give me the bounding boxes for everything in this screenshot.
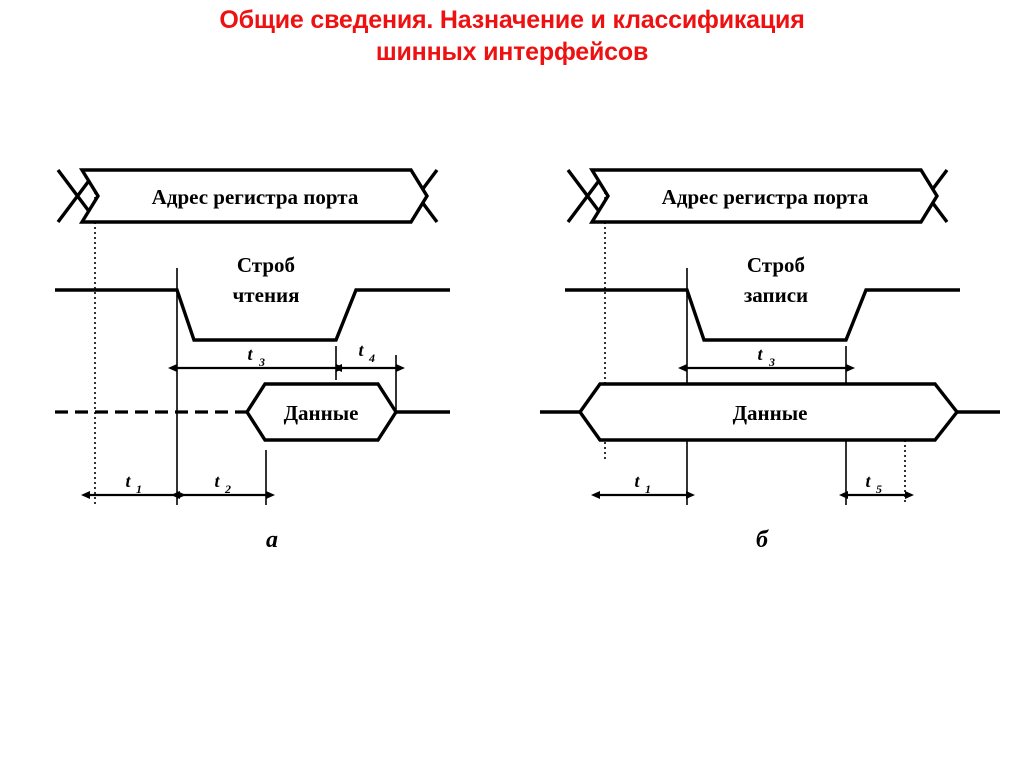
write-strobe-label-line1-b: Строб xyxy=(747,253,805,277)
diagram-a: Адрес регистра порта Строб чтения t 3 t … xyxy=(55,168,450,553)
interval-label-t1-b: t xyxy=(634,471,640,491)
diagram-caption-a: а xyxy=(266,527,278,553)
address-bus-body-b xyxy=(588,168,939,224)
timing-diagram-svg: Адрес регистра порта Строб чтения t 3 t … xyxy=(55,168,1000,553)
timing-diagram-figure: Адрес регистра порта Строб чтения t 3 t … xyxy=(0,150,1024,580)
interval-sub-t4-a: 4 xyxy=(368,351,375,365)
interval-label-t3-b: t xyxy=(757,344,763,364)
interval-label-t5-b: t xyxy=(865,471,871,491)
write-strobe-waveform-b xyxy=(565,288,960,342)
read-strobe-label-line2-a: чтения xyxy=(232,283,299,307)
read-strobe-waveform-a xyxy=(55,288,450,342)
address-bus-label-a: Адрес регистра порта xyxy=(152,185,359,209)
data-bus-label-a: Данные xyxy=(284,401,359,425)
data-bus-body-a xyxy=(244,382,399,442)
interval-label-t2-a: t xyxy=(214,471,220,491)
interval-label-t3-a: t xyxy=(247,344,253,364)
interval-sub-t3-b: 3 xyxy=(768,355,775,369)
diagram-b: Адрес регистра порта Строб записи t 3 Да… xyxy=(540,168,1000,553)
interval-sub-t2-a: 2 xyxy=(224,482,231,496)
address-bus-body-a xyxy=(78,168,429,224)
diagram-caption-b: б xyxy=(756,527,769,553)
page-title: Общие сведения. Назначение и классификац… xyxy=(0,4,1024,68)
write-strobe-label-line2-b: записи xyxy=(744,283,808,307)
page-title-line-1: Общие сведения. Назначение и классификац… xyxy=(219,6,805,34)
address-bus-label-b: Адрес регистра порта xyxy=(662,185,869,209)
page-title-line-2: шинных интерфейсов xyxy=(375,38,649,66)
interval-sub-t5-b: 5 xyxy=(876,482,882,496)
data-bus-label-b: Данные xyxy=(733,401,808,425)
interval-label-t1-a: t xyxy=(125,471,131,491)
interval-sub-t3-a: 3 xyxy=(258,355,265,369)
data-bus-body-b xyxy=(577,382,960,442)
interval-sub-t1-a: 1 xyxy=(136,482,142,496)
interval-sub-t1-b: 1 xyxy=(645,482,651,496)
read-strobe-label-line1-a: Строб xyxy=(237,253,295,277)
interval-label-t4-a: t xyxy=(358,340,364,360)
